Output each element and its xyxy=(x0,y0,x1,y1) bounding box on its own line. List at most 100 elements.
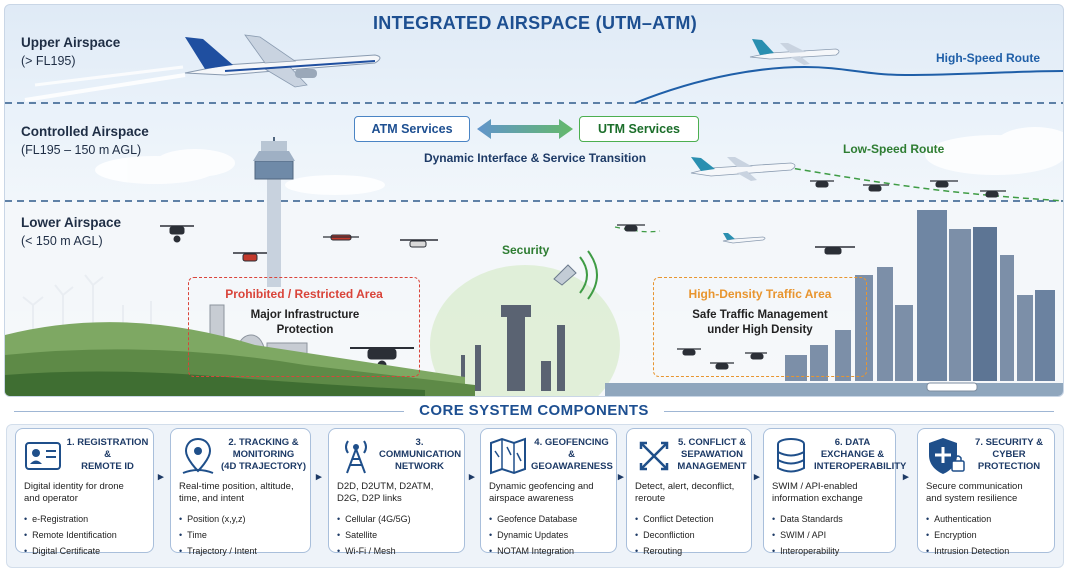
layer-upper-name: Upper Airspace xyxy=(21,35,121,50)
component-feature-list: Conflict DetectionDeconflictionRerouting xyxy=(635,511,747,559)
flow-chevron-icon: ▸ xyxy=(158,471,164,483)
control-tower xyxy=(253,137,295,287)
airspace-illustration: INTEGRATED AIRSPACE (UTM–ATM) Upper Airs… xyxy=(4,4,1064,397)
restricted-area-box xyxy=(188,277,420,377)
component-feature-item: e-Registration xyxy=(24,511,149,527)
component-description-line: Digital identity for drone xyxy=(24,481,124,492)
component-card: 1. REGISTRATION &REMOTE ID Digital identi… xyxy=(15,428,154,556)
layer-upper-range: (> FL195) xyxy=(21,54,76,68)
component-title: 4. GEOFENCING &GEOAWARENESS xyxy=(531,437,613,473)
core-title-rule-left xyxy=(14,411,404,412)
layer-lower-name: Lower Airspace xyxy=(21,215,122,230)
location-pin-icon xyxy=(182,437,214,474)
restricted-subtitle-line2: Protection xyxy=(276,324,334,336)
atm-services-box: ATM Services xyxy=(354,116,470,142)
component-feature-item: Authentication xyxy=(926,511,1050,527)
component-title: 7. SECURITY &CYBER PROTECTION xyxy=(968,437,1050,473)
component-description-line: and operator xyxy=(24,493,78,504)
component-feature-item: Time xyxy=(179,527,306,543)
component-feature-item: Deconfliction xyxy=(635,527,747,543)
component-title-line: (4D TRAJECTORY) xyxy=(221,461,306,472)
bidirectional-arrow-icon xyxy=(477,119,573,139)
component-title-line: GEOAWARENESS xyxy=(531,461,613,472)
component-title-line: MONITORING xyxy=(232,449,295,460)
component-description-line: Secure communication xyxy=(926,481,1023,492)
high-density-area-box xyxy=(653,277,867,377)
component-description-line: information exchange xyxy=(772,493,863,504)
component-feature-item: Cellular (4G/5G) xyxy=(337,511,460,527)
airspace-scene-graphic xyxy=(5,34,1063,396)
component-title-line: 3. COMMUNICATION xyxy=(379,437,462,460)
component-feature-list: Data StandardsSWIM / APIInteroperability xyxy=(772,511,891,559)
restricted-area-subtitle: Major Infrastructure Protection xyxy=(235,308,375,338)
component-title: 6. DATA EXCHANGE &INTEROPERABILITY xyxy=(814,437,907,473)
airliner-large xyxy=(184,34,381,88)
component-description-line: airspace awareness xyxy=(489,493,574,504)
component-card: 7. SECURITY &CYBER PROTECTION Secure comm… xyxy=(917,428,1055,556)
antenna-icon xyxy=(345,440,367,474)
component-description: Real-time position, altitude,time, and i… xyxy=(179,481,306,505)
component-feature-item: SWIM / API xyxy=(772,527,891,543)
component-feature-item: Satellite xyxy=(337,527,460,543)
id-card-icon xyxy=(25,442,61,470)
component-feature-item: Digital Certificate xyxy=(24,543,149,559)
flow-chevron-icon: ▸ xyxy=(754,471,760,483)
flow-chevron-icon: ▸ xyxy=(903,471,909,483)
component-feature-item: Data Standards xyxy=(772,511,891,527)
utm-services-box: UTM Services xyxy=(579,116,699,142)
component-card: 6. DATA EXCHANGE &INTEROPERABILITY SWIM /… xyxy=(763,428,907,556)
diagram-title: INTEGRATED AIRSPACE (UTM–ATM) xyxy=(372,13,698,33)
component-title-line: INTEROPERABILITY xyxy=(814,461,907,472)
component-feature-item: Geofence Database xyxy=(489,511,612,527)
component-title-line: 2. TRACKING & xyxy=(228,437,299,448)
map-icon xyxy=(490,437,526,475)
low-speed-route-label: Low-Speed Route xyxy=(843,142,945,156)
component-feature-item: Remote Identification xyxy=(24,527,149,543)
component-feature-list: Position (x,y,z)TimeTrajectory / Intent xyxy=(179,511,306,559)
flow-chevron-icon: ▸ xyxy=(316,471,322,483)
density-subtitle-line1: Safe Traffic Management xyxy=(692,309,828,321)
component-title-line: 5. CONFLICT & xyxy=(677,437,747,448)
high-speed-route-label: High-Speed Route xyxy=(936,51,1040,65)
component-card: 2. TRACKING &MONITORING(4D TRAJECTORY) Re… xyxy=(170,428,311,556)
layer-lower-range: (< 150 m AGL) xyxy=(21,234,103,248)
drones xyxy=(160,180,1006,370)
component-feature-item: Intrusion Detection xyxy=(926,543,1050,559)
component-description-line: SWIM / API-enabled xyxy=(772,481,858,492)
component-description-line: reroute xyxy=(635,493,666,504)
component-title-line: CYBER PROTECTION xyxy=(977,449,1041,472)
security-label: Security xyxy=(502,243,550,257)
layer-controlled-name: Controlled Airspace xyxy=(21,124,149,139)
component-card: 4. GEOFENCING &GEOAWARENESS Dynamic geofe… xyxy=(480,428,617,556)
layer-controlled-range: (FL195 – 150 m AGL) xyxy=(21,143,142,157)
high-speed-route-line xyxy=(634,65,1063,104)
radar-dish xyxy=(553,250,598,300)
airliner-mid xyxy=(690,157,796,181)
database-icon xyxy=(777,438,805,473)
crossed-arrows-icon xyxy=(639,441,669,471)
component-description-line: and system resilience xyxy=(926,493,1018,504)
flow-chevron-icon: ▸ xyxy=(469,471,475,483)
component-description-line: D2G, D2P links xyxy=(337,493,402,504)
component-feature-item: Wi-Fi / Mesh xyxy=(337,543,460,559)
component-title-line: REMOTE ID xyxy=(81,461,134,472)
low-speed-route-line xyxy=(784,166,1063,202)
component-title-line: 1. REGISTRATION & xyxy=(66,437,149,460)
component-feature-item: Dynamic Updates xyxy=(489,527,612,543)
component-feature-item: Rerouting xyxy=(635,543,747,559)
component-feature-item: Trajectory / Intent xyxy=(179,543,306,559)
component-feature-item: Position (x,y,z) xyxy=(179,511,306,527)
city-skyline xyxy=(785,210,1055,381)
restricted-subtitle-line1: Major Infrastructure xyxy=(250,309,360,321)
component-description-line: D2D, D2UTM, D2ATM, xyxy=(337,481,434,492)
component-description: D2D, D2UTM, D2ATM,D2G, D2P links xyxy=(337,481,460,505)
component-title: 1. REGISTRATION &REMOTE ID xyxy=(66,437,149,473)
component-title: 2. TRACKING &MONITORING(4D TRAJECTORY) xyxy=(221,437,306,473)
core-title-rule-right xyxy=(664,411,1054,412)
